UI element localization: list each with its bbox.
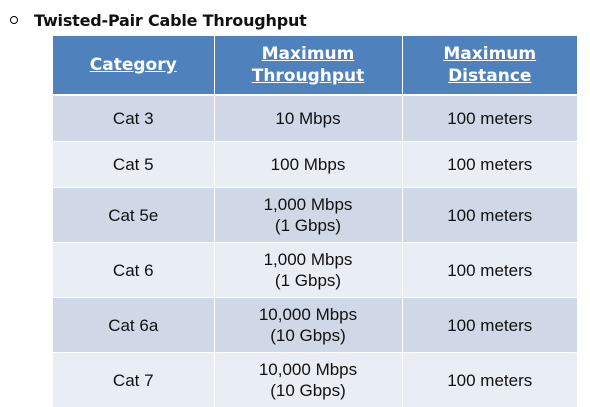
header-max-distance: Maximum Distance (402, 36, 577, 96)
cell-category: Cat 3 (53, 95, 215, 142)
cell-throughput-gbps: (1 Gbps) (274, 271, 342, 290)
table-header-row: Category Maximum Throughput Maximum Dist… (53, 36, 577, 96)
cell-distance: 100 meters (402, 187, 577, 243)
header-max-throughput: Maximum Throughput (214, 36, 403, 96)
cell-throughput: 10,000 Mbps (10 Gbps) (214, 297, 403, 353)
cell-throughput-value: 10,000 Mbps (258, 305, 358, 324)
table-row: Cat 6a 10,000 Mbps (10 Gbps) 100 meters (53, 297, 577, 353)
table-row: Cat 3 10 Mbps 100 meters (53, 95, 577, 142)
table-row: Cat 7 10,000 Mbps (10 Gbps) 100 meters (53, 352, 577, 407)
section-heading: Twisted-Pair Cable Throughput (10, 6, 307, 34)
cell-distance: 100 meters (402, 352, 577, 407)
cell-category: Cat 6 (53, 242, 215, 298)
table-row: Cat 5e 1,000 Mbps (1 Gbps) 100 meters (53, 187, 577, 243)
cell-distance: 100 meters (402, 297, 577, 353)
cell-distance: 100 meters (402, 242, 577, 298)
header-throughput-line2: Throughput (251, 66, 365, 86)
cell-category: Cat 5e (53, 187, 215, 243)
cell-throughput: 100 Mbps (214, 141, 403, 188)
cell-category: Cat 5 (53, 141, 215, 188)
cell-throughput-value: 10 Mbps (275, 109, 341, 128)
table-row: Cat 6 1,000 Mbps (1 Gbps) 100 meters (53, 242, 577, 298)
cell-category: Cat 7 (53, 352, 215, 407)
cell-throughput: 1,000 Mbps (1 Gbps) (214, 242, 403, 298)
cell-throughput-value: 10,000 Mbps (258, 360, 358, 379)
header-category: Category (53, 36, 215, 96)
cell-throughput-gbps: (1 Gbps) (274, 216, 342, 235)
cell-throughput-value: 100 Mbps (270, 155, 346, 174)
cell-distance: 100 meters (402, 141, 577, 188)
cell-distance: 100 meters (402, 95, 577, 142)
cell-throughput: 10 Mbps (214, 95, 403, 142)
circle-bullet-icon (10, 16, 18, 24)
header-distance-line2: Distance (448, 66, 532, 86)
cable-throughput-table: Category Maximum Throughput Maximum Dist… (53, 36, 577, 407)
cell-throughput: 10,000 Mbps (10 Gbps) (214, 352, 403, 407)
table-row: Cat 5 100 Mbps 100 meters (53, 141, 577, 188)
section-title: Twisted-Pair Cable Throughput (34, 10, 307, 30)
header-distance-line1: Maximum (443, 44, 537, 64)
cell-throughput-gbps: (10 Gbps) (270, 381, 346, 400)
cell-throughput-gbps: (10 Gbps) (270, 326, 346, 345)
cell-category: Cat 6a (53, 297, 215, 353)
header-throughput-line1: Maximum (261, 44, 355, 64)
header-category-label: Category (89, 55, 177, 75)
cell-throughput-value: 1,000 Mbps (263, 250, 353, 269)
cell-throughput-value: 1,000 Mbps (263, 195, 353, 214)
cell-throughput: 1,000 Mbps (1 Gbps) (214, 187, 403, 243)
